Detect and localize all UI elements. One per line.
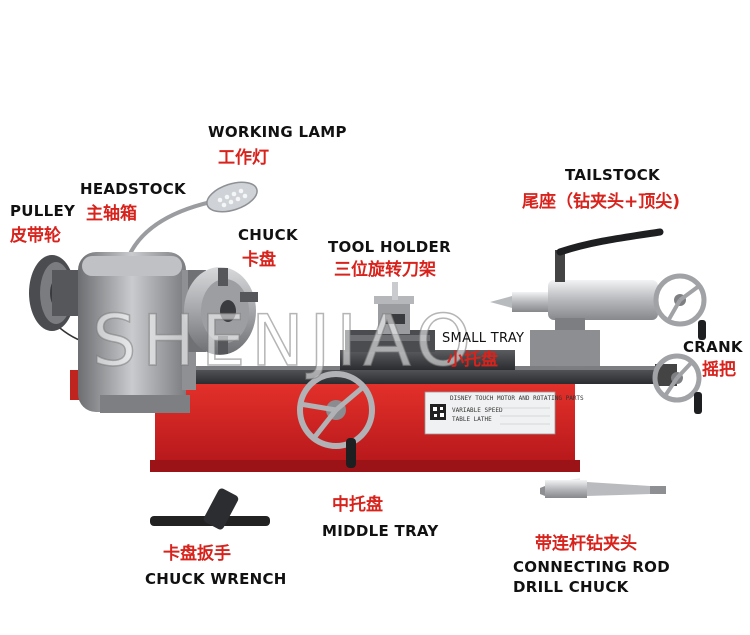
label-headstock-en: HEADSTOCK: [80, 180, 186, 198]
label-chuck-wrench-cn: 卡盘扳手: [163, 544, 231, 564]
label-small-tray-en: SMALL TRAY: [442, 331, 525, 346]
label-crank-en: CRANK: [683, 338, 743, 356]
label-pulley-cn: 皮带轮: [10, 226, 61, 246]
middle-tray: [340, 330, 515, 370]
label-chuck-cn: 卡盘: [242, 250, 276, 270]
crank: [652, 353, 702, 414]
tailstock: [490, 228, 707, 368]
label-middle-tray-cn: 中托盘: [332, 495, 383, 515]
label-working-lamp-en: WORKING LAMP: [208, 123, 347, 141]
nameplate-line1: DISNEY TOUCH MOTOR AND ROTATING PARTS: [450, 395, 584, 402]
label-tailstock-en: TAILSTOCK: [565, 166, 660, 184]
label-tailstock-cn: 尾座（钻夹头+顶尖): [522, 192, 681, 212]
label-chuck-en: CHUCK: [238, 226, 298, 244]
label-tool-holder-en: TOOL HOLDER: [328, 238, 451, 256]
label-tool-holder-cn: 三位旋转刀架: [334, 260, 436, 280]
nameplate: DISNEY TOUCH MOTOR AND ROTATING PARTS VA…: [424, 391, 584, 435]
chuck-wrench-tool: [150, 488, 270, 530]
label-drill-chuck-en-line1: CONNECTING ROD: [513, 558, 670, 576]
label-crank-cn: 摇把: [702, 360, 736, 380]
drill-chuck-tool: [540, 478, 666, 498]
tool-holder: [374, 282, 414, 334]
front-handwheel: [297, 371, 375, 468]
label-pulley-en: PULLEY: [10, 202, 76, 220]
label-headstock-cn: 主轴箱: [86, 204, 137, 224]
pulley: [29, 255, 80, 331]
nameplate-line3: TABLE LATHE: [452, 416, 492, 423]
label-drill-chuck-en-line2: DRILL CHUCK: [513, 578, 629, 596]
label-working-lamp-cn: 工作灯: [218, 148, 269, 168]
chuck: [184, 267, 258, 355]
label-small-tray-cn: 小托盘: [447, 350, 498, 370]
watermark: SHENJIAO: [91, 299, 477, 383]
label-middle-tray-en: MIDDLE TRAY: [322, 522, 439, 540]
nameplate-line2: VARIABLE SPEED: [452, 407, 503, 414]
label-chuck-wrench-en: CHUCK WRENCH: [145, 570, 287, 588]
label-drill-chuck-cn: 带连杆钻夹头: [535, 534, 637, 554]
